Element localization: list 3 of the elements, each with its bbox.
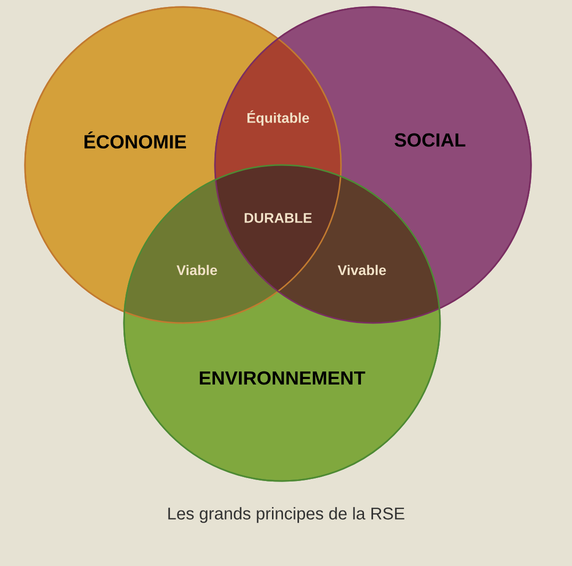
region-label: DURABLE [244,213,312,223]
region-label: Équitable [247,110,310,126]
caption: Les grands principes de la RSE [168,507,404,523]
